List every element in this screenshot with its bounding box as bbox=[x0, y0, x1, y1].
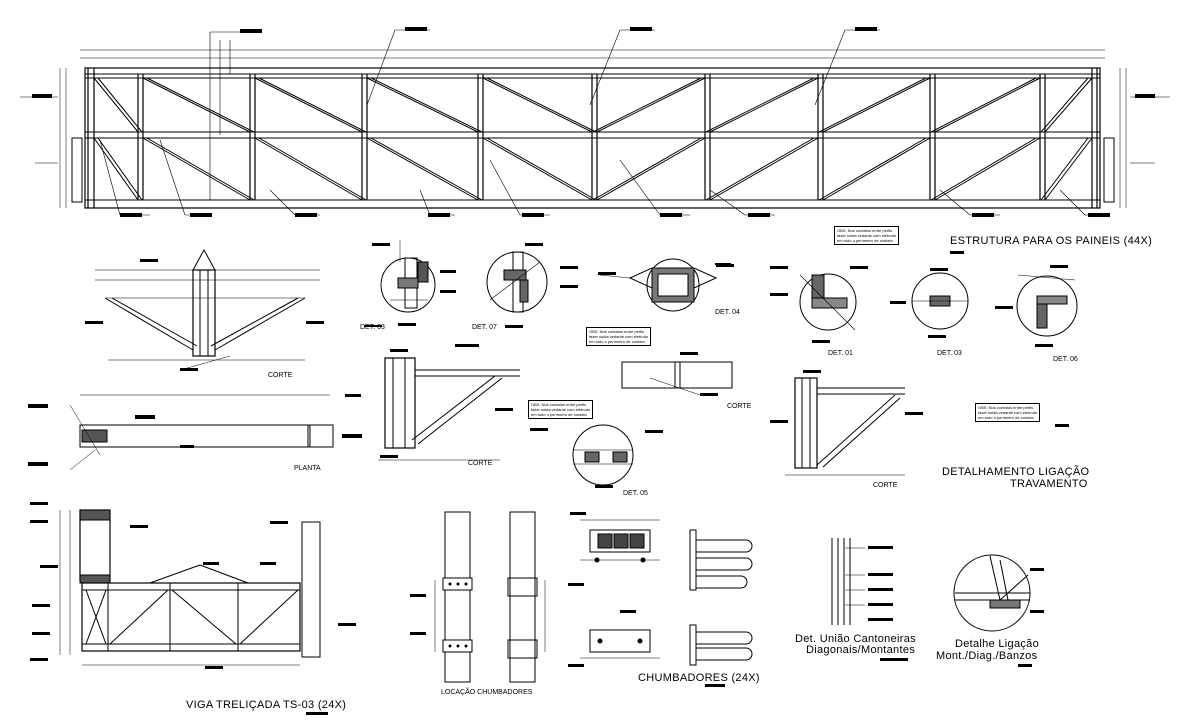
label-det-01: DET. 01 bbox=[828, 350, 853, 357]
label-planta: PLANTA bbox=[294, 465, 321, 472]
label-corte-3: CORTE bbox=[727, 403, 752, 410]
note-box-4: OBS: Nos contatos entre perfis fazer sol… bbox=[975, 403, 1041, 422]
label-corte-4: CORTE bbox=[873, 482, 898, 489]
det-04-circle bbox=[598, 258, 734, 312]
title-detalhamento-1: DETALHAMENTO LIGAÇÃO bbox=[942, 466, 1090, 478]
corte-detail-2 bbox=[345, 344, 520, 461]
title-estrutura: ESTRUTURA PARA OS PAINEIS (44X) bbox=[950, 235, 1153, 247]
title-ligacao-2: Mont./Diag./Banzos bbox=[936, 650, 1038, 662]
label-det-04: DET. 04 bbox=[715, 309, 740, 316]
det-07-circle bbox=[486, 243, 578, 328]
label-det-07: DET. 07 bbox=[472, 324, 497, 331]
label-det-05: DET. 05 bbox=[623, 490, 648, 497]
note-box-1: OBS: Nos contatos entre perfis fazer sol… bbox=[834, 226, 900, 245]
chumbadores-details bbox=[568, 512, 753, 687]
label-corte-1: CORTE bbox=[268, 372, 293, 379]
title-locacao: LOCAÇÃO CHUMBADORES bbox=[441, 689, 533, 696]
uniao-cantoneiras-detail bbox=[831, 538, 908, 661]
note-box-2: OBS: Nos contatos entre perfis fazer sol… bbox=[586, 327, 652, 346]
title-uniao-1: Det. União Cantoneiras bbox=[795, 633, 916, 645]
det-06-circle bbox=[995, 265, 1078, 347]
viga-trelicada-elevation bbox=[30, 502, 356, 715]
title-uniao-2: Diagonais/Montantes bbox=[806, 644, 916, 656]
title-viga: VIGA TRELIÇADA TS-03 (24X) bbox=[186, 699, 347, 711]
label-det-06: DET. 06 bbox=[1053, 356, 1078, 363]
planta-detail bbox=[28, 394, 362, 471]
corte-detail-1 bbox=[85, 248, 324, 371]
note-box-3: OBS: Nos contatos entre perfis fazer sol… bbox=[528, 400, 594, 419]
main-truss-elevation bbox=[20, 27, 1170, 254]
title-ligacao-1: Detalhe Ligação bbox=[955, 638, 1040, 650]
corte-detail-4 bbox=[770, 370, 1069, 476]
det-05-circle bbox=[530, 424, 663, 488]
locacao-chumbadores bbox=[410, 511, 546, 683]
label-corte-2: CORTE bbox=[468, 460, 493, 467]
label-det-03-right: DET. 03 bbox=[937, 350, 962, 357]
corte-detail-3 bbox=[621, 352, 733, 396]
title-detalhamento-2: TRAVAMENTO bbox=[1010, 478, 1088, 490]
label-det-03: DET. 03 bbox=[360, 324, 385, 331]
ligacao-banzos-detail bbox=[953, 554, 1044, 667]
det-03-circle bbox=[372, 240, 456, 326]
det-01-circle bbox=[770, 266, 868, 343]
det-03-right-circle bbox=[890, 268, 969, 338]
title-chumbadores: CHUMBADORES (24X) bbox=[638, 672, 760, 684]
